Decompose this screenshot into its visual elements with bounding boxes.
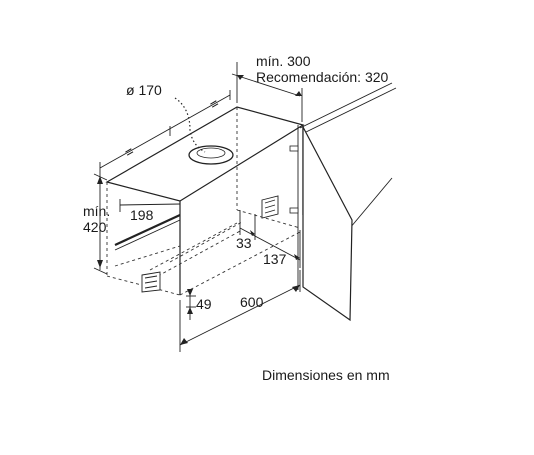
duct-ellipse-inner <box>196 147 226 159</box>
hinge-bottom <box>289 207 299 214</box>
duct-ellipse-outer <box>188 145 234 165</box>
label-diameter-170: ø 170 <box>126 82 162 98</box>
label-min: mín. <box>83 203 110 219</box>
dim-top-equals <box>99 90 231 172</box>
dim-600 <box>179 270 301 352</box>
mounting-brackets <box>141 195 279 293</box>
dim-33-137 <box>239 210 301 268</box>
label-min-300: mín. 300 <box>256 53 311 69</box>
wall-lines <box>299 82 397 229</box>
dim-198 <box>119 199 181 212</box>
label-depth-33: 33 <box>236 235 252 251</box>
dim-420 <box>93 172 108 275</box>
wall-bottom-line <box>349 177 393 229</box>
dim-diameter-leader <box>174 97 206 153</box>
dim-300-320 <box>231 62 303 122</box>
label-width-600: 600 <box>240 294 264 310</box>
label-height-420: 420 <box>83 219 107 235</box>
label-equal-right: = <box>207 95 222 113</box>
label-height-49: 49 <box>196 296 212 312</box>
label-depth-137: 137 <box>263 251 287 267</box>
dim-49 <box>186 289 196 320</box>
hidden-bottom-front <box>179 231 301 296</box>
bracket-right <box>261 195 279 219</box>
wall-top-line-2 <box>305 87 397 133</box>
caption-units: Dimensiones en mm <box>262 367 390 383</box>
label-equal-left: = <box>122 143 137 161</box>
door-panel <box>302 126 353 322</box>
front-rail <box>114 214 181 246</box>
wall-top-line <box>299 82 393 129</box>
label-depth-198: 198 <box>130 207 154 223</box>
hidden-bottom-back <box>236 209 301 229</box>
hinge-top <box>289 145 299 152</box>
label-recommendation-320: Recomendación: 320 <box>256 69 389 85</box>
cabinet-door <box>289 125 353 322</box>
duct-opening <box>188 145 234 165</box>
